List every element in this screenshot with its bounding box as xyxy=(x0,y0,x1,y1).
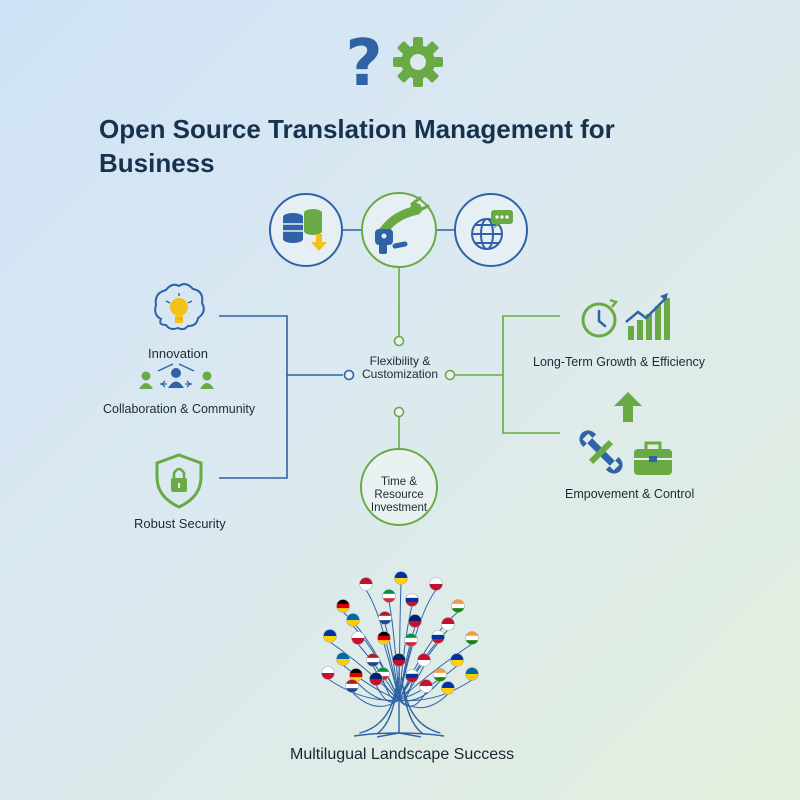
connector-right-upper xyxy=(455,315,560,376)
flag-icon xyxy=(465,631,479,645)
security-shield-icon xyxy=(155,453,203,509)
toolbox-icon xyxy=(634,441,672,475)
connector-left-upper xyxy=(219,315,343,376)
flag-icon xyxy=(346,613,360,627)
flag-icon xyxy=(366,653,380,667)
label-flexibility: Flexibility & Customization xyxy=(361,354,439,381)
flag-icon xyxy=(441,681,455,695)
flag-icon xyxy=(351,631,365,645)
flag-icon xyxy=(394,571,408,585)
label-empowerment: Empovement & Control xyxy=(565,487,695,501)
gear-icon xyxy=(393,37,443,87)
up-arrow-icon xyxy=(614,392,642,422)
connector-right-lower xyxy=(502,375,560,434)
label-security: Robust Security xyxy=(134,516,226,531)
flag-icon xyxy=(429,577,443,591)
flag-icon xyxy=(369,672,383,686)
question-mark-icon: ? xyxy=(345,27,382,101)
database-transfer-icon xyxy=(269,193,343,267)
flag-icon xyxy=(465,667,479,681)
flag-icon xyxy=(408,614,422,628)
flag-icon xyxy=(419,679,433,693)
flag-icon xyxy=(377,631,391,645)
page-title: Open Source Translation Management for B… xyxy=(99,114,615,178)
clock-growth-chart-icon xyxy=(581,293,670,340)
label-collaboration: Collaboration & Community xyxy=(103,402,256,416)
flag-icon xyxy=(382,589,396,603)
globe-chat-icon xyxy=(454,193,528,267)
flag-icon xyxy=(450,653,464,667)
label-success: Multilugual Landscape Success xyxy=(290,746,515,763)
flag-icon xyxy=(431,630,445,644)
connectors xyxy=(219,229,560,479)
robot-arm-icon xyxy=(361,192,437,268)
brain-lightbulb-icon xyxy=(154,283,205,331)
connector-left-lower xyxy=(219,375,288,479)
flag-icon xyxy=(405,669,419,683)
wrench-icon xyxy=(579,430,623,474)
flag-icon xyxy=(323,629,337,643)
label-time-resource: Time & Resource Investment xyxy=(370,476,428,514)
flag-icon xyxy=(359,577,373,591)
people-network-icon xyxy=(139,363,214,389)
label-innovation: Innovation xyxy=(148,346,208,361)
flag-tree-icon xyxy=(321,571,479,738)
svg-text:?: ? xyxy=(345,27,382,101)
flag-icon xyxy=(405,593,419,607)
flag-icon xyxy=(433,668,447,682)
flag-icon xyxy=(336,652,350,666)
flag-icon xyxy=(392,653,406,667)
flag-icon xyxy=(378,611,392,625)
flag-icon xyxy=(404,633,418,647)
time-resource-node xyxy=(360,448,438,526)
flag-icon xyxy=(321,666,335,680)
flag-icon xyxy=(451,599,465,613)
label-growth: Long-Term Growth & Efficiency xyxy=(533,355,706,369)
flag-icon xyxy=(345,679,359,693)
flag-icon xyxy=(336,599,350,613)
flag-icon xyxy=(417,653,431,667)
flag-icon xyxy=(441,617,455,631)
